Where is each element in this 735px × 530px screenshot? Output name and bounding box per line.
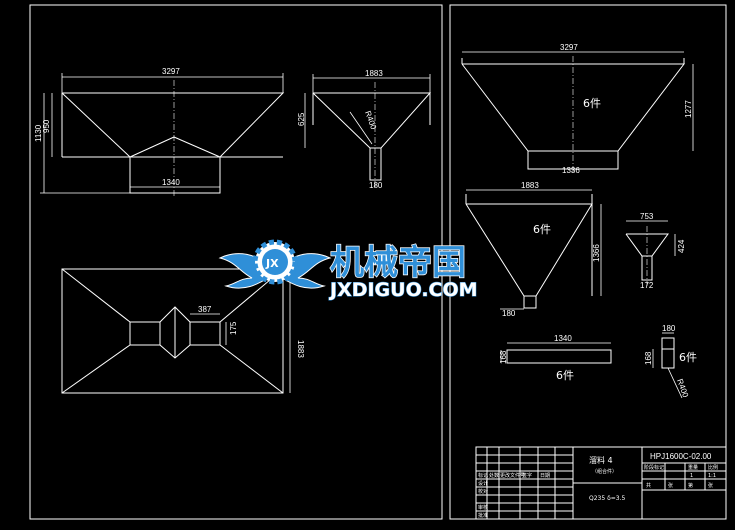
tb-cell: 阶段标记 — [644, 464, 664, 471]
part2-qty: 6件 — [533, 223, 551, 236]
part2-height: 1366 — [592, 244, 601, 262]
part-note: （组合件） — [592, 468, 617, 475]
front-top-width: 3297 — [162, 67, 180, 76]
side-view: 1883 625 R400 180 — [297, 69, 432, 190]
tb-cell: 比例 — [708, 464, 718, 471]
tb-cell: 日期 — [540, 473, 550, 479]
tb-cell: 张 — [708, 482, 713, 489]
plan-small-width: 387 — [198, 305, 212, 314]
part3-view: 753 424 172 — [625, 212, 686, 290]
tb-cell: 签字 — [522, 472, 532, 479]
part4-view: 1340 168 6件 — [499, 334, 612, 382]
part2-top-width: 1883 — [521, 181, 539, 190]
watermark-cn: 机械帝国 — [330, 243, 466, 283]
tb-cell: 1 — [690, 473, 693, 479]
side-height: 625 — [297, 112, 306, 126]
tb-cell: 审核 — [478, 504, 488, 511]
tb-cell: 张 — [668, 482, 673, 489]
watermark: JX 机械帝国 JXDIGUO.COM — [218, 239, 478, 302]
tb-cell: 1:1 — [708, 473, 716, 479]
watermark-en: JXDIGUO.COM — [328, 279, 478, 301]
side-top-width: 1883 — [365, 69, 383, 78]
tb-cell: 校对 — [478, 488, 488, 495]
part3-height: 424 — [677, 239, 686, 253]
front-height-cone: 950 — [42, 119, 51, 133]
side-radius: R400 — [363, 110, 378, 132]
part1-top-width: 3297 — [560, 43, 578, 52]
tb-cell: 第 — [688, 482, 693, 489]
badge-text: JX — [265, 257, 279, 270]
front-height-total: 1130 — [34, 124, 43, 142]
plan-small-height: 175 — [229, 321, 238, 335]
front-view: 3297 1130 950 1340 — [34, 67, 285, 196]
part3-bottom-width: 172 — [640, 281, 654, 290]
material: Q235 δ=3.5 — [589, 495, 626, 502]
tb-cell: 共 — [646, 482, 651, 489]
tb-cell: 重量 — [688, 464, 698, 471]
part5-view: 180 168 R400 6件 — [644, 324, 697, 399]
part-name: 溜料 4 — [589, 455, 613, 465]
part4-height: 168 — [499, 350, 508, 364]
tb-cell: 标记 — [478, 472, 488, 479]
sheet-border-left — [29, 4, 443, 520]
part3-top-width: 753 — [640, 212, 654, 221]
part5-qty: 6件 — [679, 351, 697, 364]
side-bottom-width: 180 — [369, 181, 383, 190]
part2-view: 1883 1366 6件 180 — [465, 181, 602, 318]
part4-length: 1340 — [554, 334, 572, 343]
part5-width: 180 — [662, 324, 676, 333]
drawing-number: HPJ1600C-02.00 — [650, 452, 712, 461]
part1-bottom-width: 1336 — [562, 166, 580, 175]
part2-bottom-width: 180 — [502, 309, 516, 318]
part5-height: 168 — [644, 351, 653, 365]
plan-view: 387 175 1883 — [61, 268, 305, 394]
plan-depth: 1883 — [296, 340, 305, 358]
part1-height: 1277 — [684, 100, 693, 118]
tb-cell: 更改文件号 — [500, 472, 525, 479]
tb-cell: 处数 — [489, 472, 499, 479]
part1-qty: 6件 — [583, 97, 601, 110]
part4-qty: 6件 — [556, 369, 574, 382]
tb-cell: 设计 — [478, 480, 488, 487]
part1-view: 3297 1277 6件 1336 — [461, 43, 694, 175]
sheet-border-right — [449, 4, 727, 520]
front-bottom-width: 1340 — [162, 178, 180, 187]
title-block: HPJ1600C-02.00 溜料 4 （组合件） Q235 δ=3.5 标记 … — [475, 446, 727, 520]
tb-cell: 批准 — [478, 512, 488, 519]
